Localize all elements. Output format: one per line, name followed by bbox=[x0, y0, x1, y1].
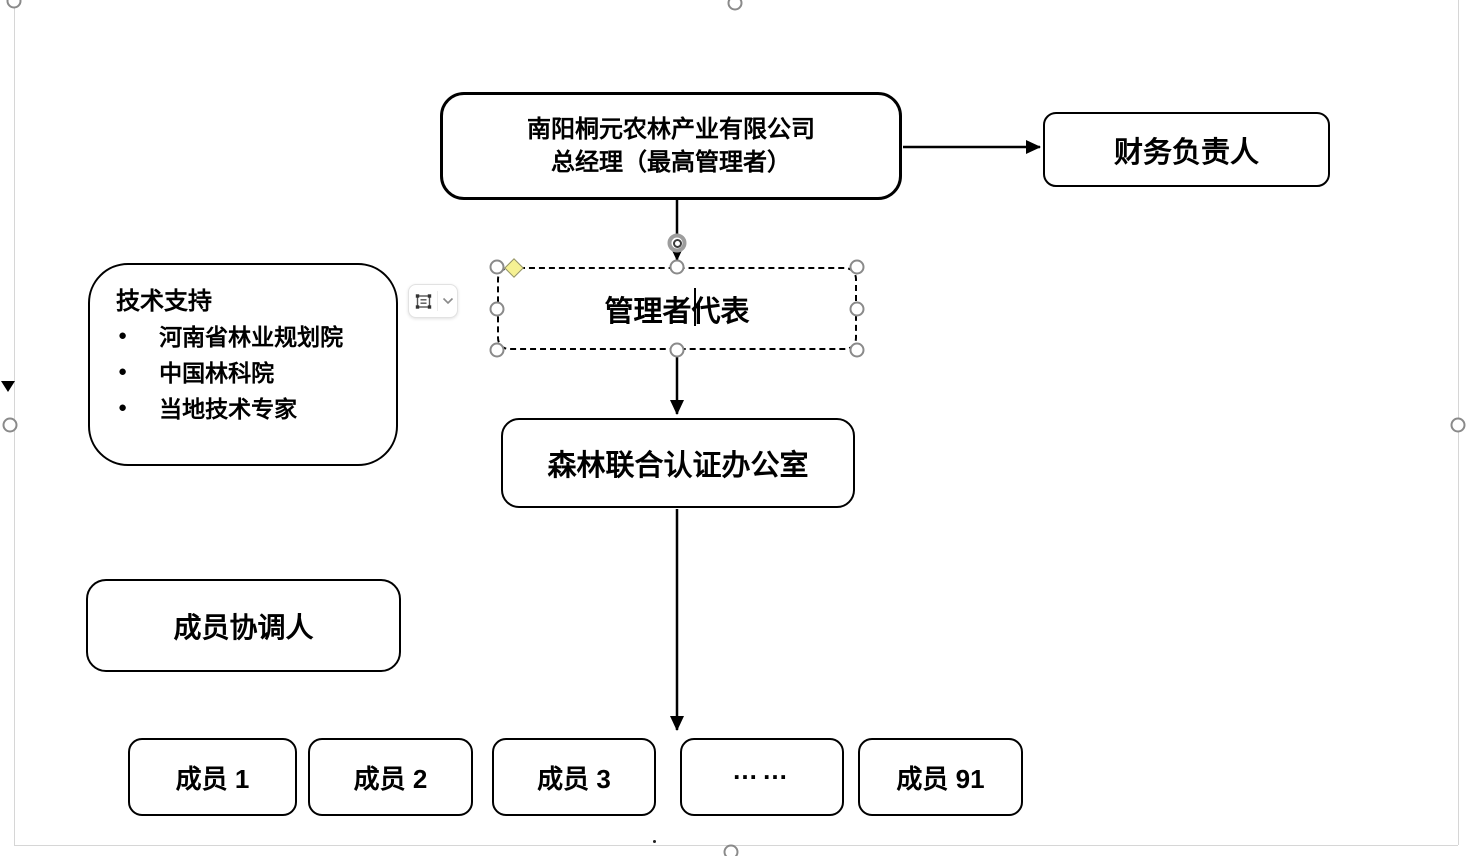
member-label: …… bbox=[732, 754, 792, 785]
tech-support-item-label: 中国林科院 bbox=[159, 360, 275, 386]
node-cert-office[interactable]: 森林联合认证办公室 bbox=[501, 418, 855, 508]
resize-handle-middle-left[interactable] bbox=[489, 301, 505, 317]
member-label: 成员 1 bbox=[175, 763, 250, 794]
tech-support-title: 技术支持 bbox=[116, 288, 212, 315]
shape-options-toolbar[interactable] bbox=[408, 284, 458, 318]
tech-support-item: ● 中国林科院 bbox=[116, 353, 386, 389]
resize-handle-bottom-left[interactable] bbox=[489, 342, 505, 358]
member-label: 成员 91 bbox=[896, 763, 985, 794]
finance-head-label: 财务负责人 bbox=[1113, 136, 1259, 169]
rotate-handle-core bbox=[672, 238, 682, 248]
manager-representative-label: 管理者代表 bbox=[604, 295, 750, 328]
node-member-ellipsis[interactable]: …… bbox=[680, 738, 844, 816]
resize-handle-top-left[interactable] bbox=[489, 259, 505, 275]
node-finance-head[interactable]: 财务负责人 bbox=[1043, 112, 1330, 187]
resize-handle-bottom-center[interactable] bbox=[669, 342, 685, 358]
text-frame-icon[interactable] bbox=[409, 285, 437, 317]
bullet-icon: ● bbox=[118, 326, 128, 344]
resize-handle-top-center[interactable] bbox=[669, 259, 685, 275]
node-member-1[interactable]: 成员 1 bbox=[128, 738, 297, 816]
canvas-handle-bottom-center[interactable] bbox=[723, 844, 739, 856]
tech-support-item-label: 河南省林业规划院 bbox=[159, 324, 344, 350]
canvas-handle-top-center[interactable] bbox=[727, 0, 743, 11]
node-general-manager[interactable]: 南阳桐元农林产业有限公司 总经理（最高管理者） bbox=[440, 92, 902, 200]
node-member-2[interactable]: 成员 2 bbox=[308, 738, 473, 816]
general-manager-line2: 总经理（最高管理者） bbox=[551, 149, 791, 176]
node-manager-representative-selected[interactable]: 管理者代表 bbox=[497, 267, 857, 350]
node-member-coordinator[interactable]: 成员协调人 bbox=[86, 579, 401, 672]
bullet-icon: ● bbox=[118, 398, 128, 416]
resize-handle-top-right[interactable] bbox=[849, 259, 865, 275]
rotate-handle-icon[interactable] bbox=[667, 233, 687, 253]
node-member-3[interactable]: 成员 3 bbox=[492, 738, 656, 816]
toolbar-divider bbox=[437, 291, 438, 311]
anchor-triangle-marker bbox=[1, 381, 15, 392]
canvas-handle-middle-left[interactable] bbox=[2, 417, 18, 433]
chevron-down-icon[interactable] bbox=[438, 285, 457, 317]
bullet-icon: ● bbox=[118, 362, 128, 380]
page-dot-marker bbox=[653, 840, 656, 843]
text-cursor bbox=[694, 288, 696, 326]
general-manager-line1: 南阳桐元农林产业有限公司 bbox=[527, 116, 815, 143]
member-label: 成员 2 bbox=[353, 763, 428, 794]
member-label: 成员 3 bbox=[537, 763, 611, 794]
node-tech-support[interactable]: 技术支持 ● 河南省林业规划院 ● 中国林科院 ● 当地技术专家 bbox=[88, 263, 398, 466]
cert-office-label: 森林联合认证办公室 bbox=[547, 450, 809, 482]
member-coordinator-label: 成员协调人 bbox=[173, 611, 314, 643]
tech-support-item: ● 河南省林业规划院 bbox=[116, 317, 386, 353]
node-member-91[interactable]: 成员 91 bbox=[858, 738, 1023, 816]
resize-handle-middle-right[interactable] bbox=[849, 301, 865, 317]
resize-handle-bottom-right[interactable] bbox=[849, 342, 865, 358]
canvas-handle-top-left[interactable] bbox=[6, 0, 22, 9]
tech-support-item: ● 当地技术专家 bbox=[116, 389, 386, 425]
tech-support-item-label: 当地技术专家 bbox=[159, 396, 298, 422]
canvas-handle-middle-right[interactable] bbox=[1450, 417, 1466, 433]
